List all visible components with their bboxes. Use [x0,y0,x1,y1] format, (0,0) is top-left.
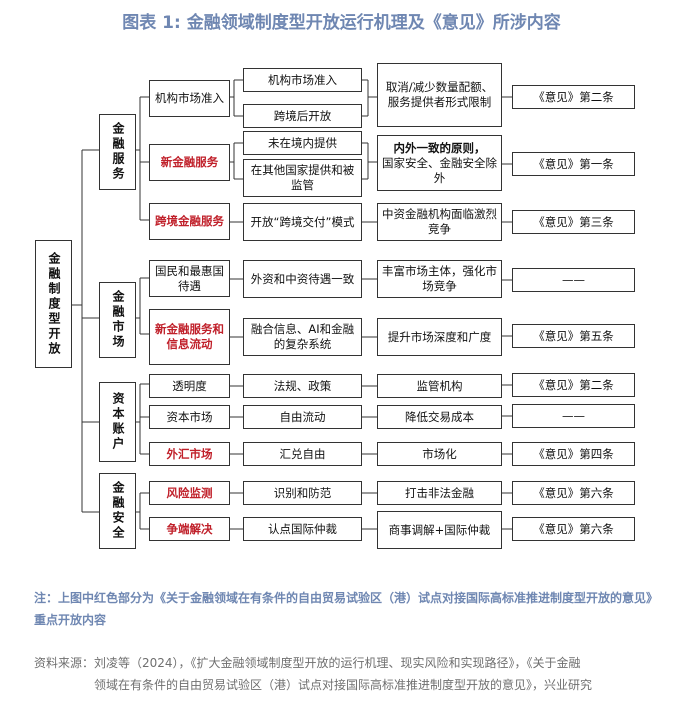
reference-row7: —— [512,404,635,428]
effect-market-depth: 提升市场深度和广度 [377,318,502,356]
effect-quota-removal: 取消/减少数量配额、服务提供者形式限制 [377,63,502,127]
effect-regulators: 监管机构 [377,374,502,398]
node-national-treatment: 国民和最惠国待遇 [149,260,230,297]
node-new-services-info-flow: 新金融服务和信息流动 [149,309,230,365]
effect-mediation-arbitration: 商事调解+国际仲裁 [377,511,502,549]
mechanism-not-provided-domestically: 未在境内提供 [243,131,362,155]
node-transparency: 透明度 [149,374,230,398]
mechanism-regulations-policies: 法规、政策 [243,374,362,398]
effect-consistency-text: 国家安全、金融安全除外 [382,155,497,185]
mechanism-intl-arbitration: 认点国际仲裁 [243,517,362,541]
mechanism-cross-border-delivery: 开放“跨境交付”模式 [243,203,362,241]
mechanism-post-border-opening: 跨境后开放 [243,104,362,128]
reference-row9: 《意见》第六条 [512,481,635,505]
reference-row5: 《意见》第五条 [512,324,635,348]
reference-row8: 《意见》第四条 [512,442,635,466]
category-financial-market: 金融市场 [99,282,136,358]
mechanism-identify-prevent: 识别和防范 [243,481,362,505]
effect-combat-illegal-finance: 打击非法金融 [377,481,502,505]
category-financial-security: 金融安全 [99,473,136,549]
mechanism-free-exchange: 汇兑自由 [243,442,362,466]
category-capital-account: 资本账户 [99,382,136,462]
reference-row6: 《意见》第二条 [512,373,635,397]
reference-row3: 《意见》第三条 [512,210,635,234]
reference-row2: 《意见》第一条 [512,152,635,176]
effect-market-competition: 丰富市场主体，强化市场竞争 [377,260,502,298]
effect-consistency-principle: 内外一致的原则， 国家安全、金融安全除外 [377,135,502,191]
node-new-financial-services: 新金融服务 [149,144,230,181]
figure-title: 图表 1: 金融领域制度型开放运行机理及《意见》所涉内容 [122,13,561,33]
category-financial-services: 金融服务 [99,114,136,190]
node-cross-border-services: 跨境金融服务 [149,203,230,240]
node-risk-monitoring: 风险监测 [149,481,230,505]
source-line-1: 资料来源：刘凌等（2024），《扩大金融领域制度型开放的运行机理、现实风险和实现… [34,656,581,670]
reference-row1: 《意见》第二条 [512,85,635,109]
effect-fierce-competition: 中资金融机构面临激烈竞争 [377,203,502,241]
mechanism-equal-treatment: 外资和中资待遇一致 [243,260,362,298]
mechanism-provided-abroad: 在其他国家提供和被监管 [243,159,362,197]
source-line-2: 领域在有条件的自由贸易试验区（港）试点对接国际高标准推进制度型开放的意见》，兴业… [94,678,593,692]
mechanism-complex-system: 融合信息、AI和金融的复杂系统 [243,318,362,356]
mechanism-free-flow: 自由流动 [243,405,362,429]
effect-marketization: 市场化 [377,442,502,466]
footnote: 注：上图中红色部分为《关于金融领域在有条件的自由贸易试验区（港）试点对接国际高标… [34,591,653,627]
mechanism-institution-market-access: 机构市场准入 [243,68,362,92]
node-capital-market: 资本市场 [149,405,230,429]
node-institution-market-access: 机构市场准入 [149,80,230,117]
node-dispute-resolution: 争端解决 [149,517,230,541]
reference-row4: —— [512,268,635,292]
root-node: 金融制度型开放 [35,240,72,368]
node-fx-market: 外汇市场 [149,442,230,466]
effect-consistency-bold: 内外一致的原则， [393,140,486,155]
effect-lower-costs: 降低交易成本 [377,405,502,429]
source-citation: 资料来源：刘凌等（2024），《扩大金融领域制度型开放的运行机理、现实风险和实现… [34,652,654,696]
reference-row10: 《意见》第六条 [512,517,635,541]
